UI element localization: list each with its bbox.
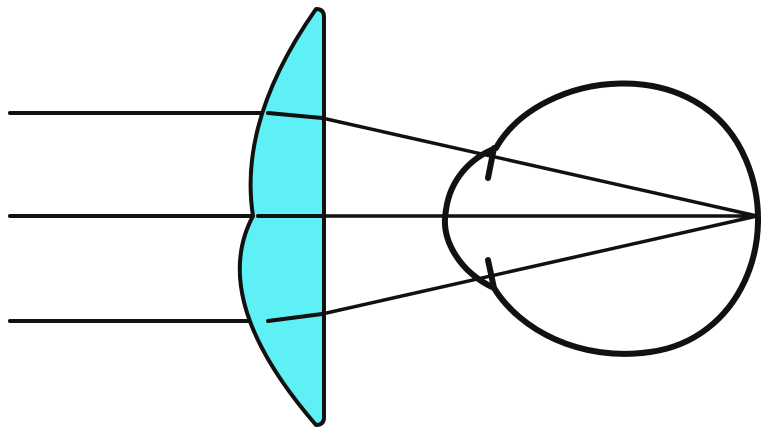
eyeball [445, 83, 758, 353]
ray-bottom-refracted [322, 216, 757, 314]
ray-top-refracted [322, 118, 757, 216]
